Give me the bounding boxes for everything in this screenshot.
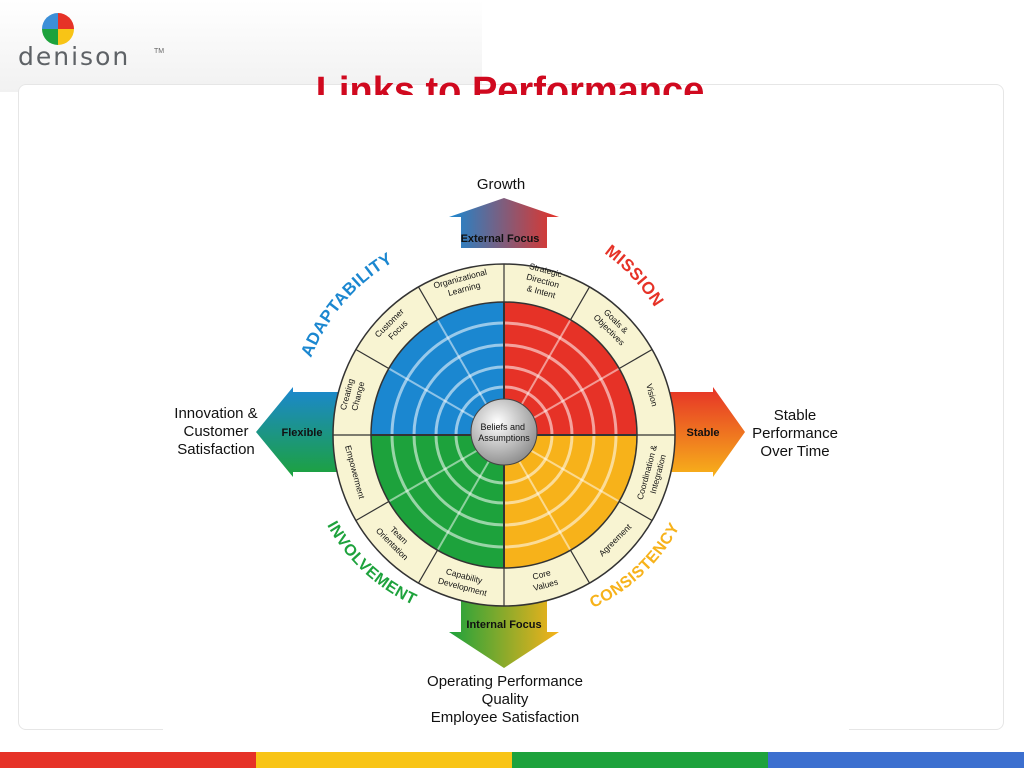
trait-mission: MISSION xyxy=(602,241,668,310)
footer-bar-yellow xyxy=(256,752,512,768)
footer-color-bar xyxy=(0,752,1024,768)
stable-arrow xyxy=(665,387,745,477)
beliefs-assumptions-core xyxy=(470,398,538,466)
header-background xyxy=(0,0,482,92)
index-dividers xyxy=(333,264,675,606)
inner-circle-border xyxy=(370,301,638,569)
outcome-growth: Growth xyxy=(476,176,526,193)
denison-model-diagram: Beliefs and Assumptions External Focus I… xyxy=(163,95,849,741)
outcome-operating-performance: Operating Performance Quality Employee S… xyxy=(427,673,583,726)
flexible-label: Flexible xyxy=(282,427,323,439)
outcome-innovation: Innovation & Customer Satisfaction xyxy=(174,405,258,458)
flexible-arrow xyxy=(256,387,343,477)
outcome-stable-performance: Stable Performance Over Time xyxy=(752,407,838,460)
footer-bar-blue xyxy=(768,752,1024,768)
footer-bar-green xyxy=(512,752,768,768)
diagram-svg: Beliefs and Assumptions External Focus I… xyxy=(256,198,745,668)
external-focus-arrow xyxy=(449,198,559,248)
index-core-values: Core Values xyxy=(529,566,559,593)
internal-focus-label: Internal Focus xyxy=(466,619,541,631)
internal-focus-arrow xyxy=(449,597,559,668)
external-focus-label: External Focus xyxy=(461,233,540,245)
logo-wordmark: denison xyxy=(18,42,131,71)
denison-logo: denison TM xyxy=(18,12,168,72)
logo-mark-icon xyxy=(42,13,74,45)
logo-trademark: TM xyxy=(154,48,165,55)
footer-bar-red xyxy=(0,752,256,768)
stable-label: Stable xyxy=(686,427,719,439)
center-label: Beliefs and Assumptions xyxy=(478,422,530,443)
